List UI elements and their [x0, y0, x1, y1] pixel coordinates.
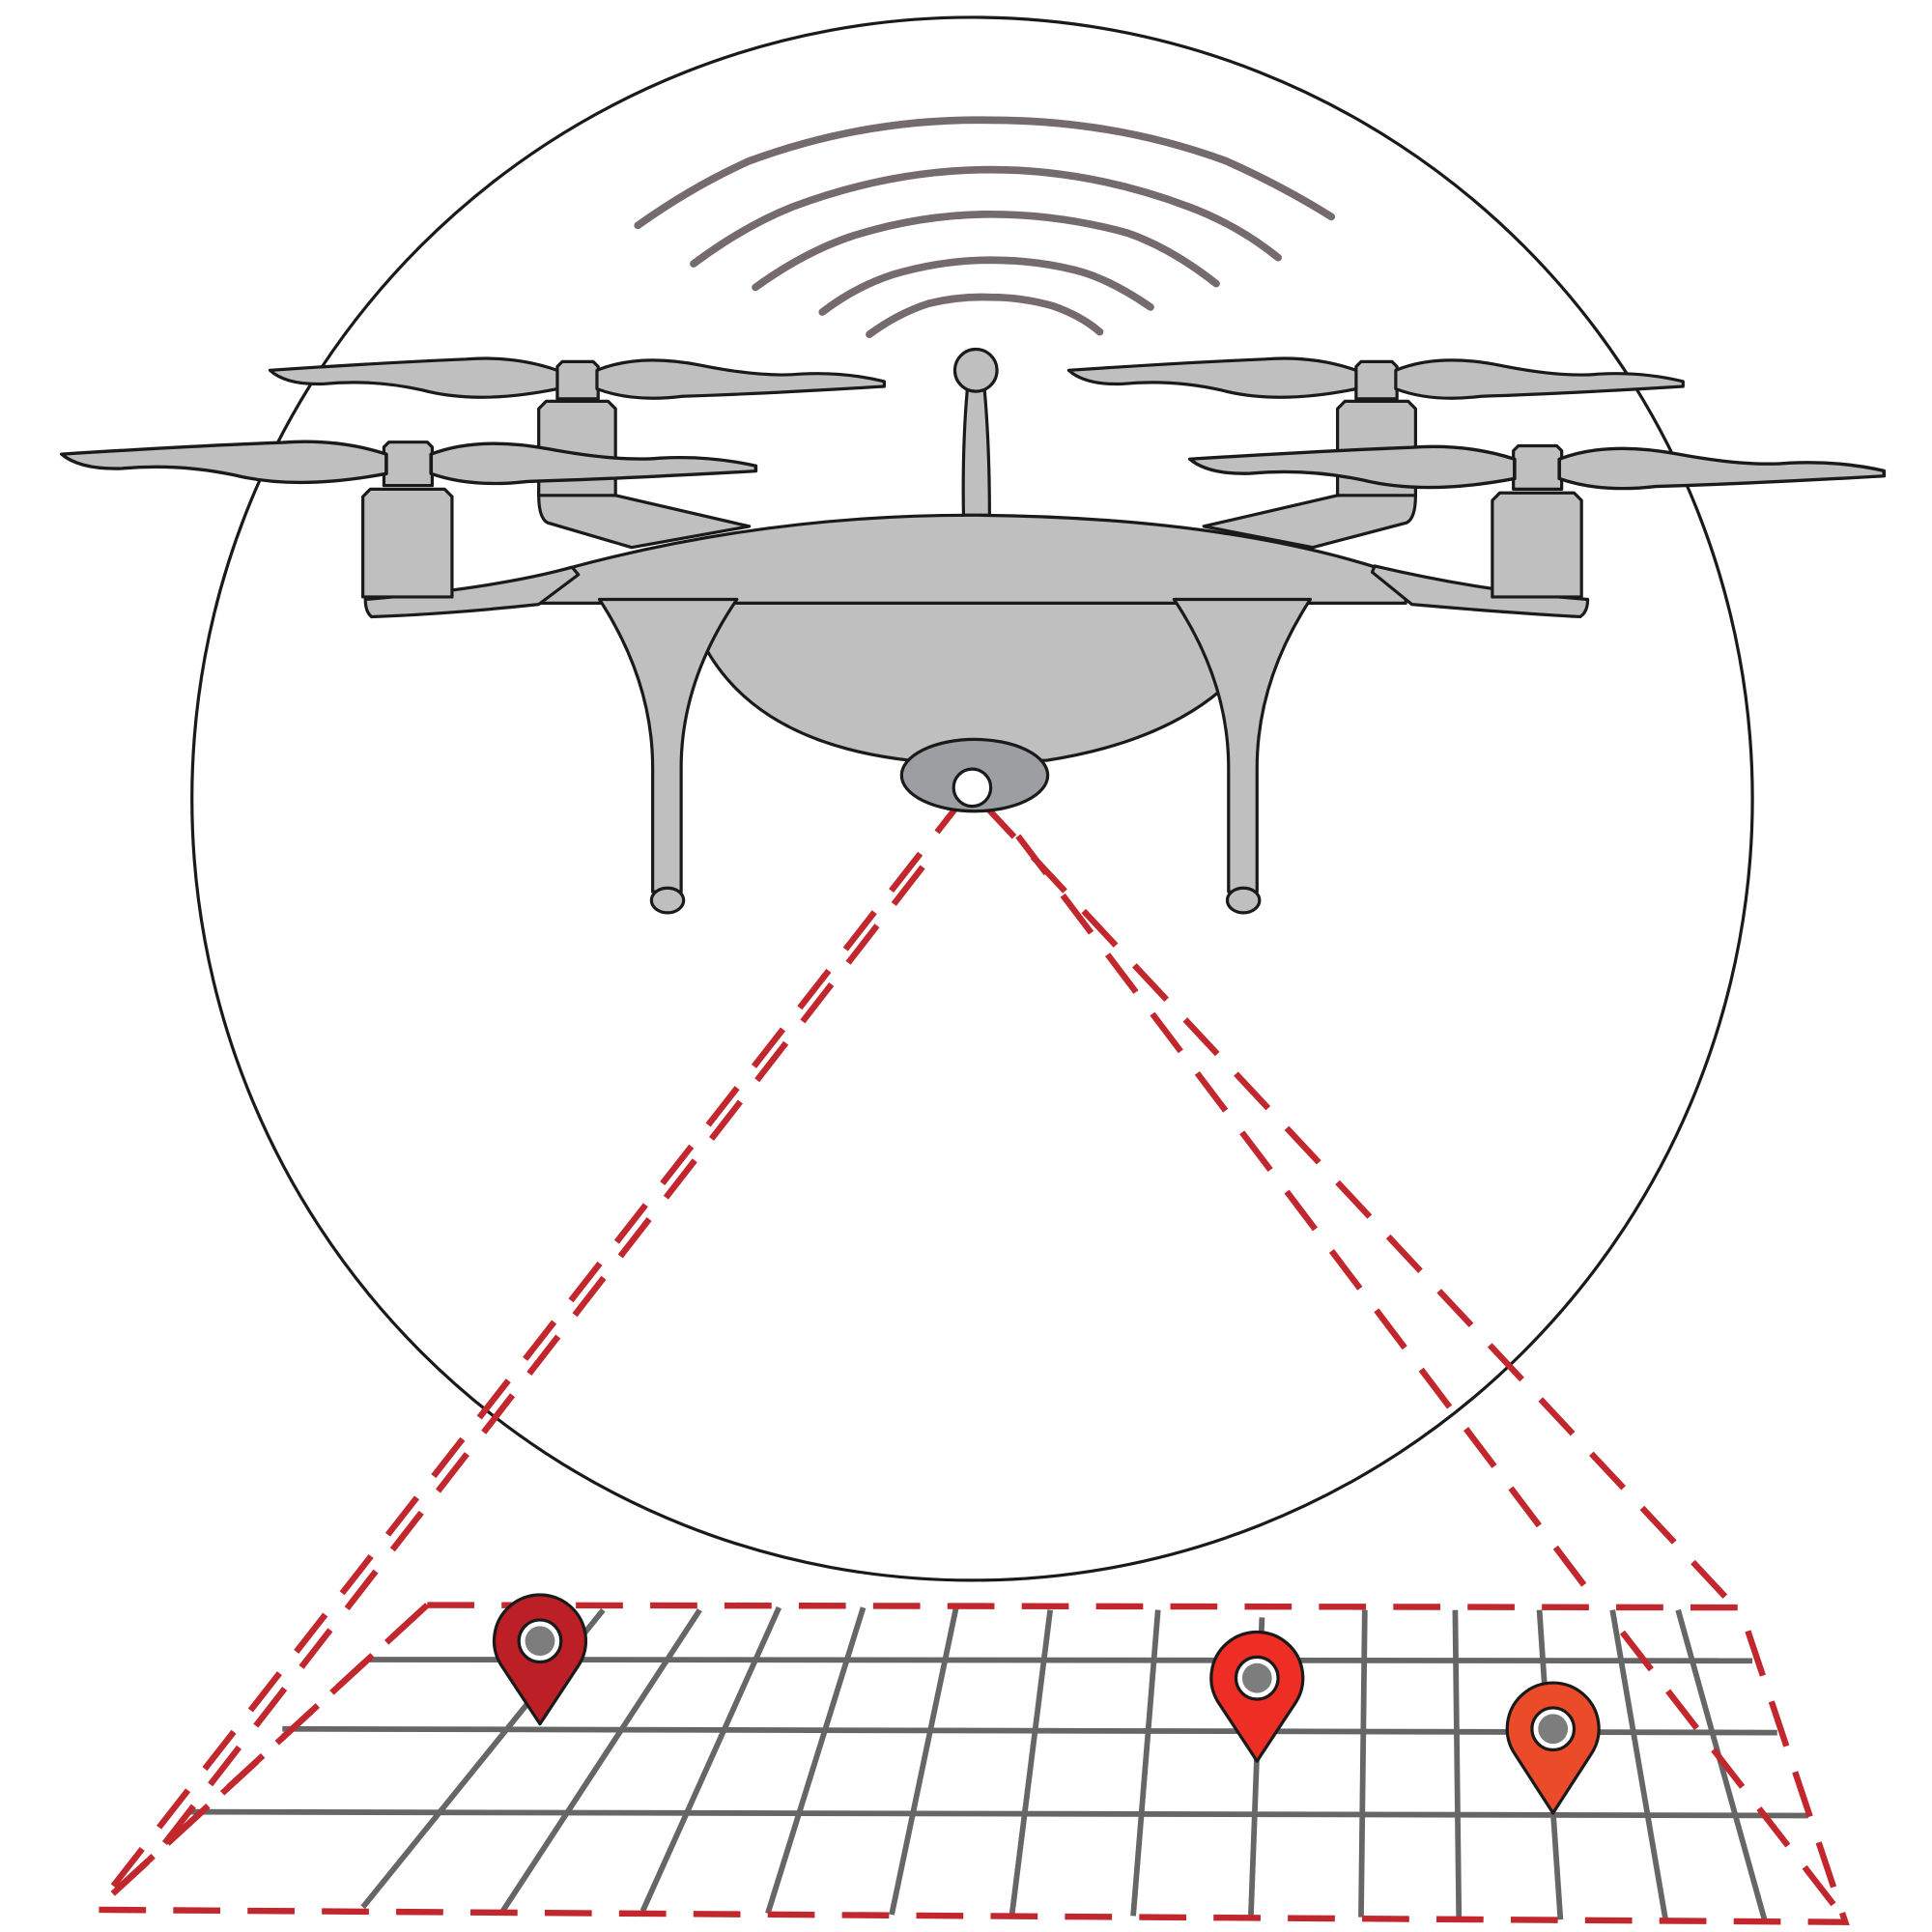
drone-icon — [59, 347, 1887, 915]
background-circle — [190, 15, 1754, 1582]
map-pin-icon — [492, 1593, 588, 1726]
map-pin-icon — [1209, 1630, 1305, 1763]
signal-waves-icon — [634, 116, 1336, 339]
map-pin-icon — [1505, 1681, 1601, 1815]
camera-scan-lines — [87, 793, 1850, 1925]
